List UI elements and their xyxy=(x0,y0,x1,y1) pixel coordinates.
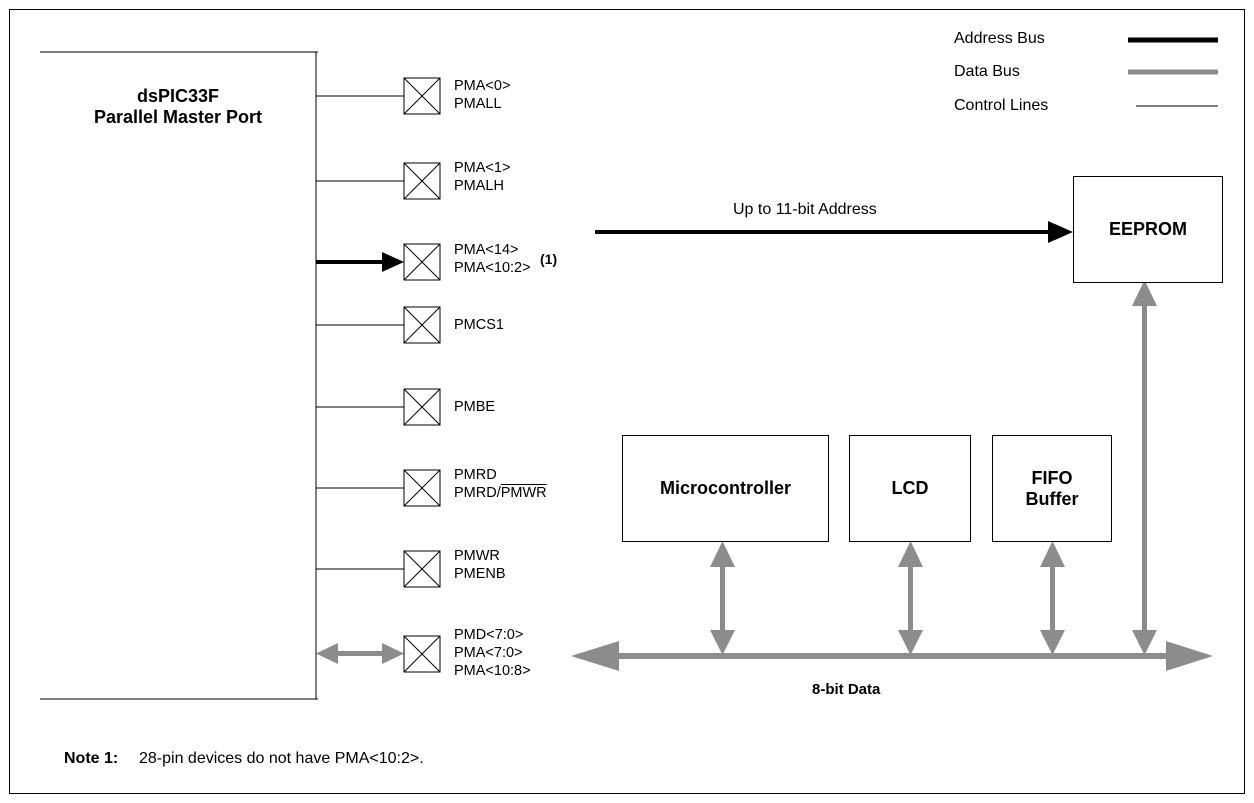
pin-box-pma1 xyxy=(403,162,441,200)
eeprom-data-link xyxy=(1132,280,1157,655)
pin-label-pmrd-line2-a: PMRD/ xyxy=(454,485,501,501)
data-bus-left-head xyxy=(571,641,619,671)
pin-label-pmwr-overline: PMWR xyxy=(500,485,547,501)
note-text: 28-pin devices do not have PMA<10:2>. xyxy=(139,750,424,767)
pin-label-pma14-note: (1) xyxy=(540,251,558,267)
pin-box-pmcs1 xyxy=(403,306,441,344)
data-bus xyxy=(571,641,1213,671)
legend-control-lines-label: Control Lines xyxy=(954,97,1049,114)
pin-label-pmwr-line2: PMENB xyxy=(454,566,506,582)
pin-box-pmbe xyxy=(403,388,441,426)
pin-label-pmd-line3: PMA<10:8> xyxy=(454,663,531,679)
pin-label-pma14-line1: PMA<14> xyxy=(454,242,519,258)
lcd-label: LCD xyxy=(891,478,929,498)
legend-data-bus-label: Data Bus xyxy=(954,63,1020,80)
data-bus-label: 8-bit Data xyxy=(812,681,881,698)
pin-label-pmd-line1: PMD<7:0> xyxy=(454,627,524,643)
pmp-address-arrow xyxy=(316,252,404,272)
address-bus-label: Up to 11-bit Address xyxy=(733,201,877,218)
pin-label-pmwr-line1: PMWR xyxy=(454,548,500,564)
pin-label-pmcs1: PMCS1 xyxy=(454,317,504,333)
pin-label-pmrd-line1: PMRD xyxy=(454,467,497,483)
pin-box-pmrd xyxy=(403,469,441,507)
microcontroller-label: Microcontroller xyxy=(659,478,792,498)
device-data-links xyxy=(710,280,1157,655)
pin-label-pma0-line1: PMA<0> xyxy=(454,78,511,94)
pmp-subtitle: Parallel Master Port xyxy=(93,107,263,127)
fifo-label-line1: FIFO xyxy=(1031,467,1073,488)
pin-label-pma1-line2: PMALH xyxy=(454,178,504,194)
pmp-data-arrow xyxy=(316,643,404,664)
pin-label-pma0-line2: PMALL xyxy=(454,96,502,112)
lcd-box: LCD xyxy=(849,435,971,542)
diagram-frame xyxy=(9,9,1245,794)
pin-box-pmwr xyxy=(403,550,441,588)
pin-boxes xyxy=(403,77,441,673)
lcd-data-link xyxy=(898,541,923,655)
data-bus-right-head xyxy=(1166,641,1213,671)
microcontroller-box: Microcontroller xyxy=(622,435,829,542)
legend-address-bus-label: Address Bus xyxy=(954,30,1045,47)
pin-label-pmbe: PMBE xyxy=(454,399,496,415)
eeprom-box: EEPROM xyxy=(1073,176,1223,283)
note-prefix: Note 1: xyxy=(64,750,119,767)
pmp-title: dsPIC33F xyxy=(136,86,220,106)
pin-box-pma14 xyxy=(403,243,441,281)
pin-box-pmd xyxy=(403,635,441,673)
pin-label-pmrd-line2: PMRD/PMWR xyxy=(454,485,547,502)
pin-label-pmd-line2: PMA<7:0> xyxy=(454,645,523,661)
legend-lines xyxy=(1128,37,1218,107)
pin-label-pma14-line2: PMA<10:2> xyxy=(454,260,531,276)
fifo-data-link xyxy=(1040,541,1065,655)
pmp-block-outline xyxy=(40,51,318,700)
address-bus-arrow xyxy=(595,221,1073,243)
pin-box-pma0 xyxy=(403,77,441,115)
fifo-buffer-box: FIFO Buffer xyxy=(992,435,1112,542)
control-lines xyxy=(316,95,404,570)
pin-label-pma1-line1: PMA<1> xyxy=(454,160,511,176)
microcontroller-data-link xyxy=(710,541,735,655)
fifo-label-line2: Buffer xyxy=(1025,488,1079,509)
eeprom-label: EEPROM xyxy=(1108,219,1187,239)
